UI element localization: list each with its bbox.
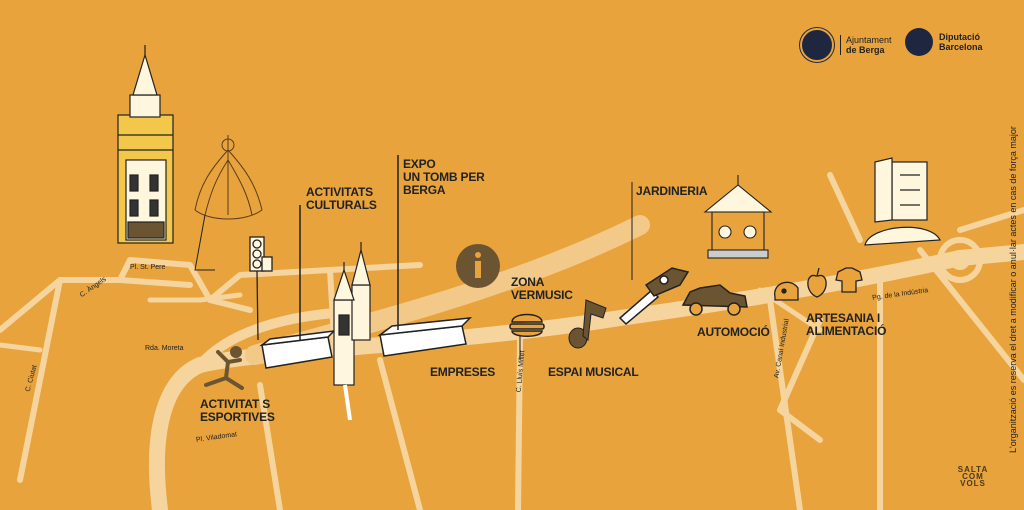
- ajuntament-seal-icon: [800, 28, 834, 62]
- label-activitats-culturals: ACTIVITATS CULTURALS: [306, 185, 377, 212]
- diputacio-line2: Barcelona: [939, 42, 983, 52]
- street-rda-moreta: Rda. Moreta: [145, 345, 184, 352]
- carousel-illustration: [703, 175, 773, 259]
- pointer-line-st-pere: [194, 214, 215, 271]
- diputacio-line1: Diputació: [939, 32, 981, 42]
- label-zona-vermusic: ZONA VERMUSIC: [511, 275, 573, 302]
- apple-icon: [807, 267, 827, 298]
- burger-icon: [509, 313, 545, 337]
- chainsaw-icon: [618, 182, 690, 326]
- car-icon: [681, 284, 748, 316]
- industrial-building-illustration: [864, 157, 941, 246]
- ajuntament-line2: de Berga: [846, 45, 885, 55]
- logo-ajuntament-berga: Ajuntament de Berga: [800, 28, 892, 62]
- label-empreses: EMPRESES: [430, 365, 496, 379]
- label-artesania: ARTESANIA I ALIMENTACIÓ: [806, 311, 887, 338]
- church-tower-illustration: [117, 45, 174, 244]
- shirt-icon: [835, 267, 863, 293]
- ajuntament-line1: Ajuntament: [846, 35, 892, 45]
- label-activitats-esportives: ACTIVITAT S ESPORTIVES: [200, 397, 275, 424]
- stamp-logo: SALTA COM VOLS: [957, 465, 989, 488]
- expo-marker[interactable]: [377, 155, 473, 357]
- traffic-light-illustration: [249, 236, 273, 341]
- cheese-icon: [774, 281, 799, 301]
- disclaimer-text: L'organització es reserva el dret a modi…: [1008, 126, 1018, 454]
- monument-gate-illustration: [333, 242, 371, 421]
- activitats-culturals-marker[interactable]: [259, 205, 337, 369]
- music-note-icon: [568, 299, 607, 349]
- logo-diputacio-barcelona: Diputació Barcelona: [905, 28, 983, 56]
- street-pl-st-pere: Pl. St. Pere: [130, 264, 166, 271]
- tree-sculpture-illustration: [194, 135, 263, 220]
- label-expo: EXPO UN TOMB PER BERGA: [403, 157, 485, 197]
- runner-icon: [204, 346, 244, 390]
- label-espai-musical: ESPAI MUSICAL: [548, 365, 639, 379]
- label-jardineria: JARDINERIA: [636, 184, 708, 198]
- label-automocio: AUTOMOCIÓ: [697, 325, 770, 339]
- information-icon[interactable]: [456, 244, 500, 288]
- diputacio-seal-icon: [905, 28, 933, 56]
